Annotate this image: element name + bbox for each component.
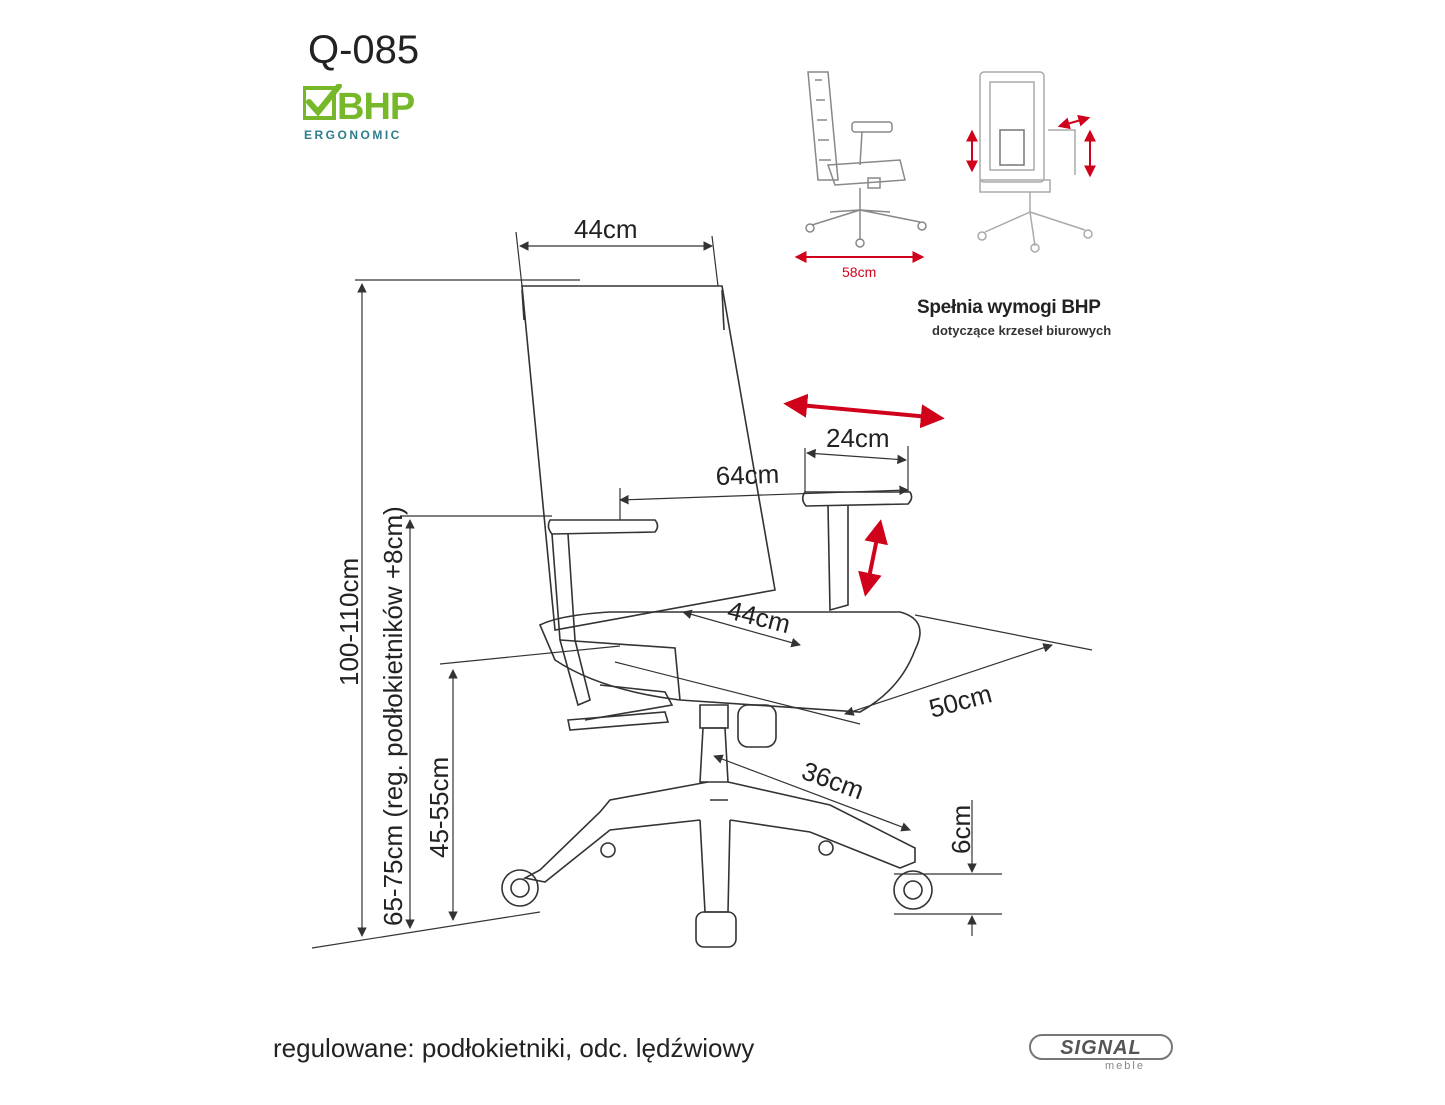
base-radius-label: 36cm xyxy=(798,755,868,805)
arm-span-line xyxy=(619,485,909,505)
backrest-width-label: 44cm xyxy=(574,214,638,244)
thumb-armrest-slide-arrow xyxy=(1057,114,1091,130)
certification-subtitle: dotyczące krzeseł biurowych xyxy=(932,323,1112,338)
seat-width-label: 44cm xyxy=(725,595,794,639)
seat-width-line xyxy=(682,609,801,648)
arm-span-label: 64cm xyxy=(715,459,780,491)
armrest-length-label: 24cm xyxy=(826,423,890,453)
signal-logo xyxy=(1029,1034,1173,1060)
wheel-height-label: 6cm xyxy=(946,805,976,854)
signal-logo-text: SIGNAL xyxy=(1060,1037,1142,1059)
seat-height-label: 45-55cm xyxy=(424,757,454,858)
model-code: Q-085 xyxy=(308,28,420,72)
total-height-label: 100-110cm xyxy=(334,558,364,686)
adjustable-features-text: regulowane: podłokietniki, odc. lędźwiow… xyxy=(273,1033,755,1063)
certification-title: Spełnia wymogi BHP xyxy=(917,297,1101,318)
armrest-slide-arrow xyxy=(783,393,945,429)
armrest-height-arrow xyxy=(858,519,888,597)
thumbnail-width-label: 58cm xyxy=(842,264,876,280)
chair-outline xyxy=(501,285,933,948)
base-radius-line xyxy=(713,754,911,832)
thumbnail-side-view xyxy=(805,71,927,248)
bhp-logo-text: BHP xyxy=(337,86,415,128)
ergonomic-text: ERGONOMIC xyxy=(304,128,402,142)
armrest-height-label: 65-75cm (reg. podłokietników +8cm) xyxy=(378,506,408,926)
seat-depth-label: 50cm xyxy=(926,678,995,723)
seat-depth-line xyxy=(844,643,1053,716)
thumbnail-back-view xyxy=(977,71,1093,253)
armrest-length-line xyxy=(806,448,907,465)
bhp-logo xyxy=(303,84,342,120)
check-icon xyxy=(303,84,342,120)
signal-logo-subtext: meble xyxy=(1105,1060,1145,1072)
